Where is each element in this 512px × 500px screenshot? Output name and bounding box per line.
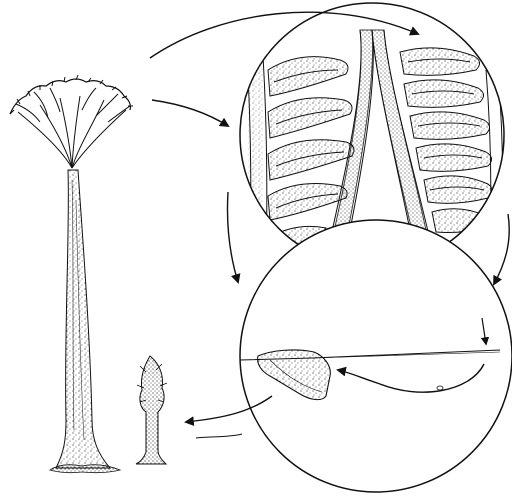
ground-line xyxy=(196,434,242,438)
tree-crown xyxy=(10,75,133,168)
arrow-frond-to-section-left xyxy=(227,192,238,282)
arrow-frond-to-section-right xyxy=(494,214,509,284)
arrow-crown-to-frond xyxy=(152,100,228,126)
tree-trunk xyxy=(56,170,110,468)
tall-tree xyxy=(10,75,133,473)
magnified-section-circle xyxy=(240,220,512,492)
small-sapling xyxy=(136,356,167,464)
tree-ground xyxy=(50,465,120,473)
